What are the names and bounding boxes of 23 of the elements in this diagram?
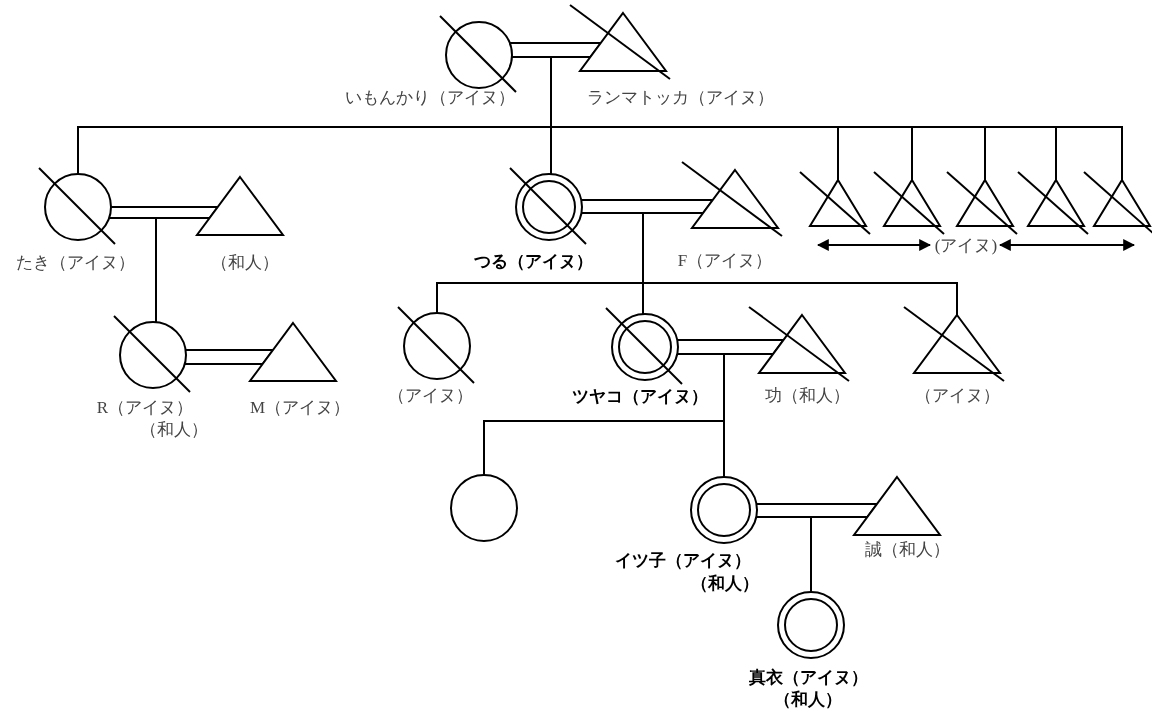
group-label: (アイヌ) <box>934 236 998 256</box>
person-label: 誠（和人） <box>864 540 950 560</box>
person-label: たき（アイヌ） <box>15 253 135 273</box>
double-arrow <box>998 239 1136 251</box>
person-label: （アイヌ） <box>914 386 1000 406</box>
person-label: （和人） <box>140 420 208 440</box>
person-label: ツヤコ（アイヌ） <box>572 386 708 406</box>
person-label: （和人） <box>691 573 759 593</box>
person-label: イツ子（アイヌ） <box>615 550 751 570</box>
person-label: 功（和人） <box>764 386 850 406</box>
person-label: （アイヌ） <box>387 386 473 406</box>
descent-line <box>676 353 725 478</box>
descent-line <box>755 516 812 593</box>
person-label: M（アイヌ） <box>249 398 351 418</box>
double-arrow <box>816 239 932 251</box>
person-label: ランマトッカ（アイヌ） <box>586 88 774 108</box>
person-label: （和人） <box>774 689 842 709</box>
person-label: F（アイヌ） <box>677 251 773 271</box>
person-label: つる（アイヌ） <box>473 251 593 271</box>
person-label: いもんかり（アイヌ） <box>345 88 515 108</box>
person-label: 真衣（アイヌ） <box>748 667 868 687</box>
person-label: （和人） <box>211 253 279 273</box>
person-label: R（アイヌ） <box>96 398 194 418</box>
